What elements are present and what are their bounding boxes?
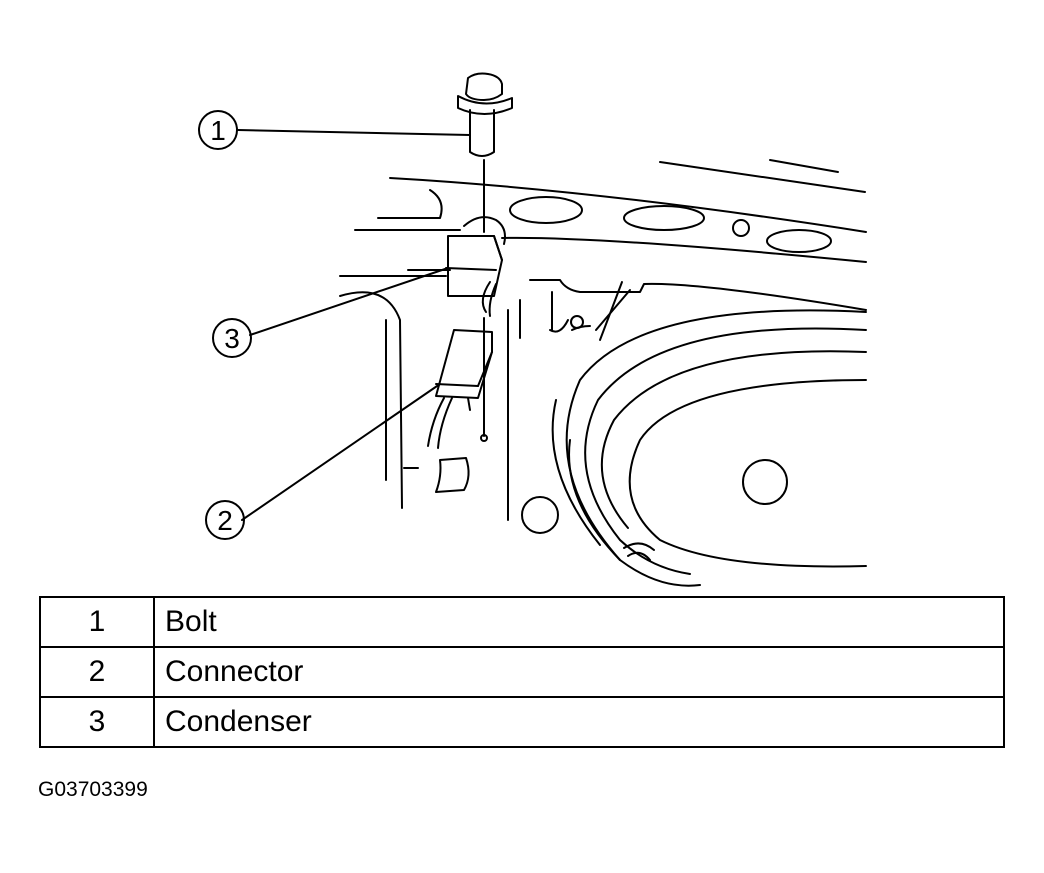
legend-name: Condenser bbox=[153, 696, 1005, 748]
connector bbox=[427, 329, 493, 449]
callout-2-number: 2 bbox=[217, 505, 233, 536]
legend-number: 3 bbox=[39, 696, 155, 748]
leader-lines bbox=[237, 129, 471, 521]
legend-number: 2 bbox=[39, 646, 155, 698]
legend-row: 2 Connector bbox=[39, 646, 1005, 698]
condenser bbox=[445, 235, 503, 317]
callout-3: 3 bbox=[212, 318, 252, 358]
legend-row: 1 Bolt bbox=[39, 596, 1005, 648]
engine-housing bbox=[339, 159, 867, 587]
legend-name: Bolt bbox=[153, 596, 1005, 648]
legend-number: 1 bbox=[39, 596, 155, 648]
callout-1: 1 bbox=[198, 110, 238, 150]
component-diagram: 1 3 2 bbox=[198, 72, 867, 587]
callout-1-number: 1 bbox=[210, 115, 226, 146]
legend-name: Connector bbox=[153, 646, 1005, 698]
figure-id: G03703399 bbox=[38, 778, 148, 801]
callout-3-number: 3 bbox=[224, 323, 240, 354]
callout-2: 2 bbox=[205, 500, 245, 540]
legend-table: 1 Bolt 2 Connector 3 Condenser bbox=[39, 596, 1005, 748]
legend-row: 3 Condenser bbox=[39, 696, 1005, 748]
bolt bbox=[457, 72, 513, 442]
